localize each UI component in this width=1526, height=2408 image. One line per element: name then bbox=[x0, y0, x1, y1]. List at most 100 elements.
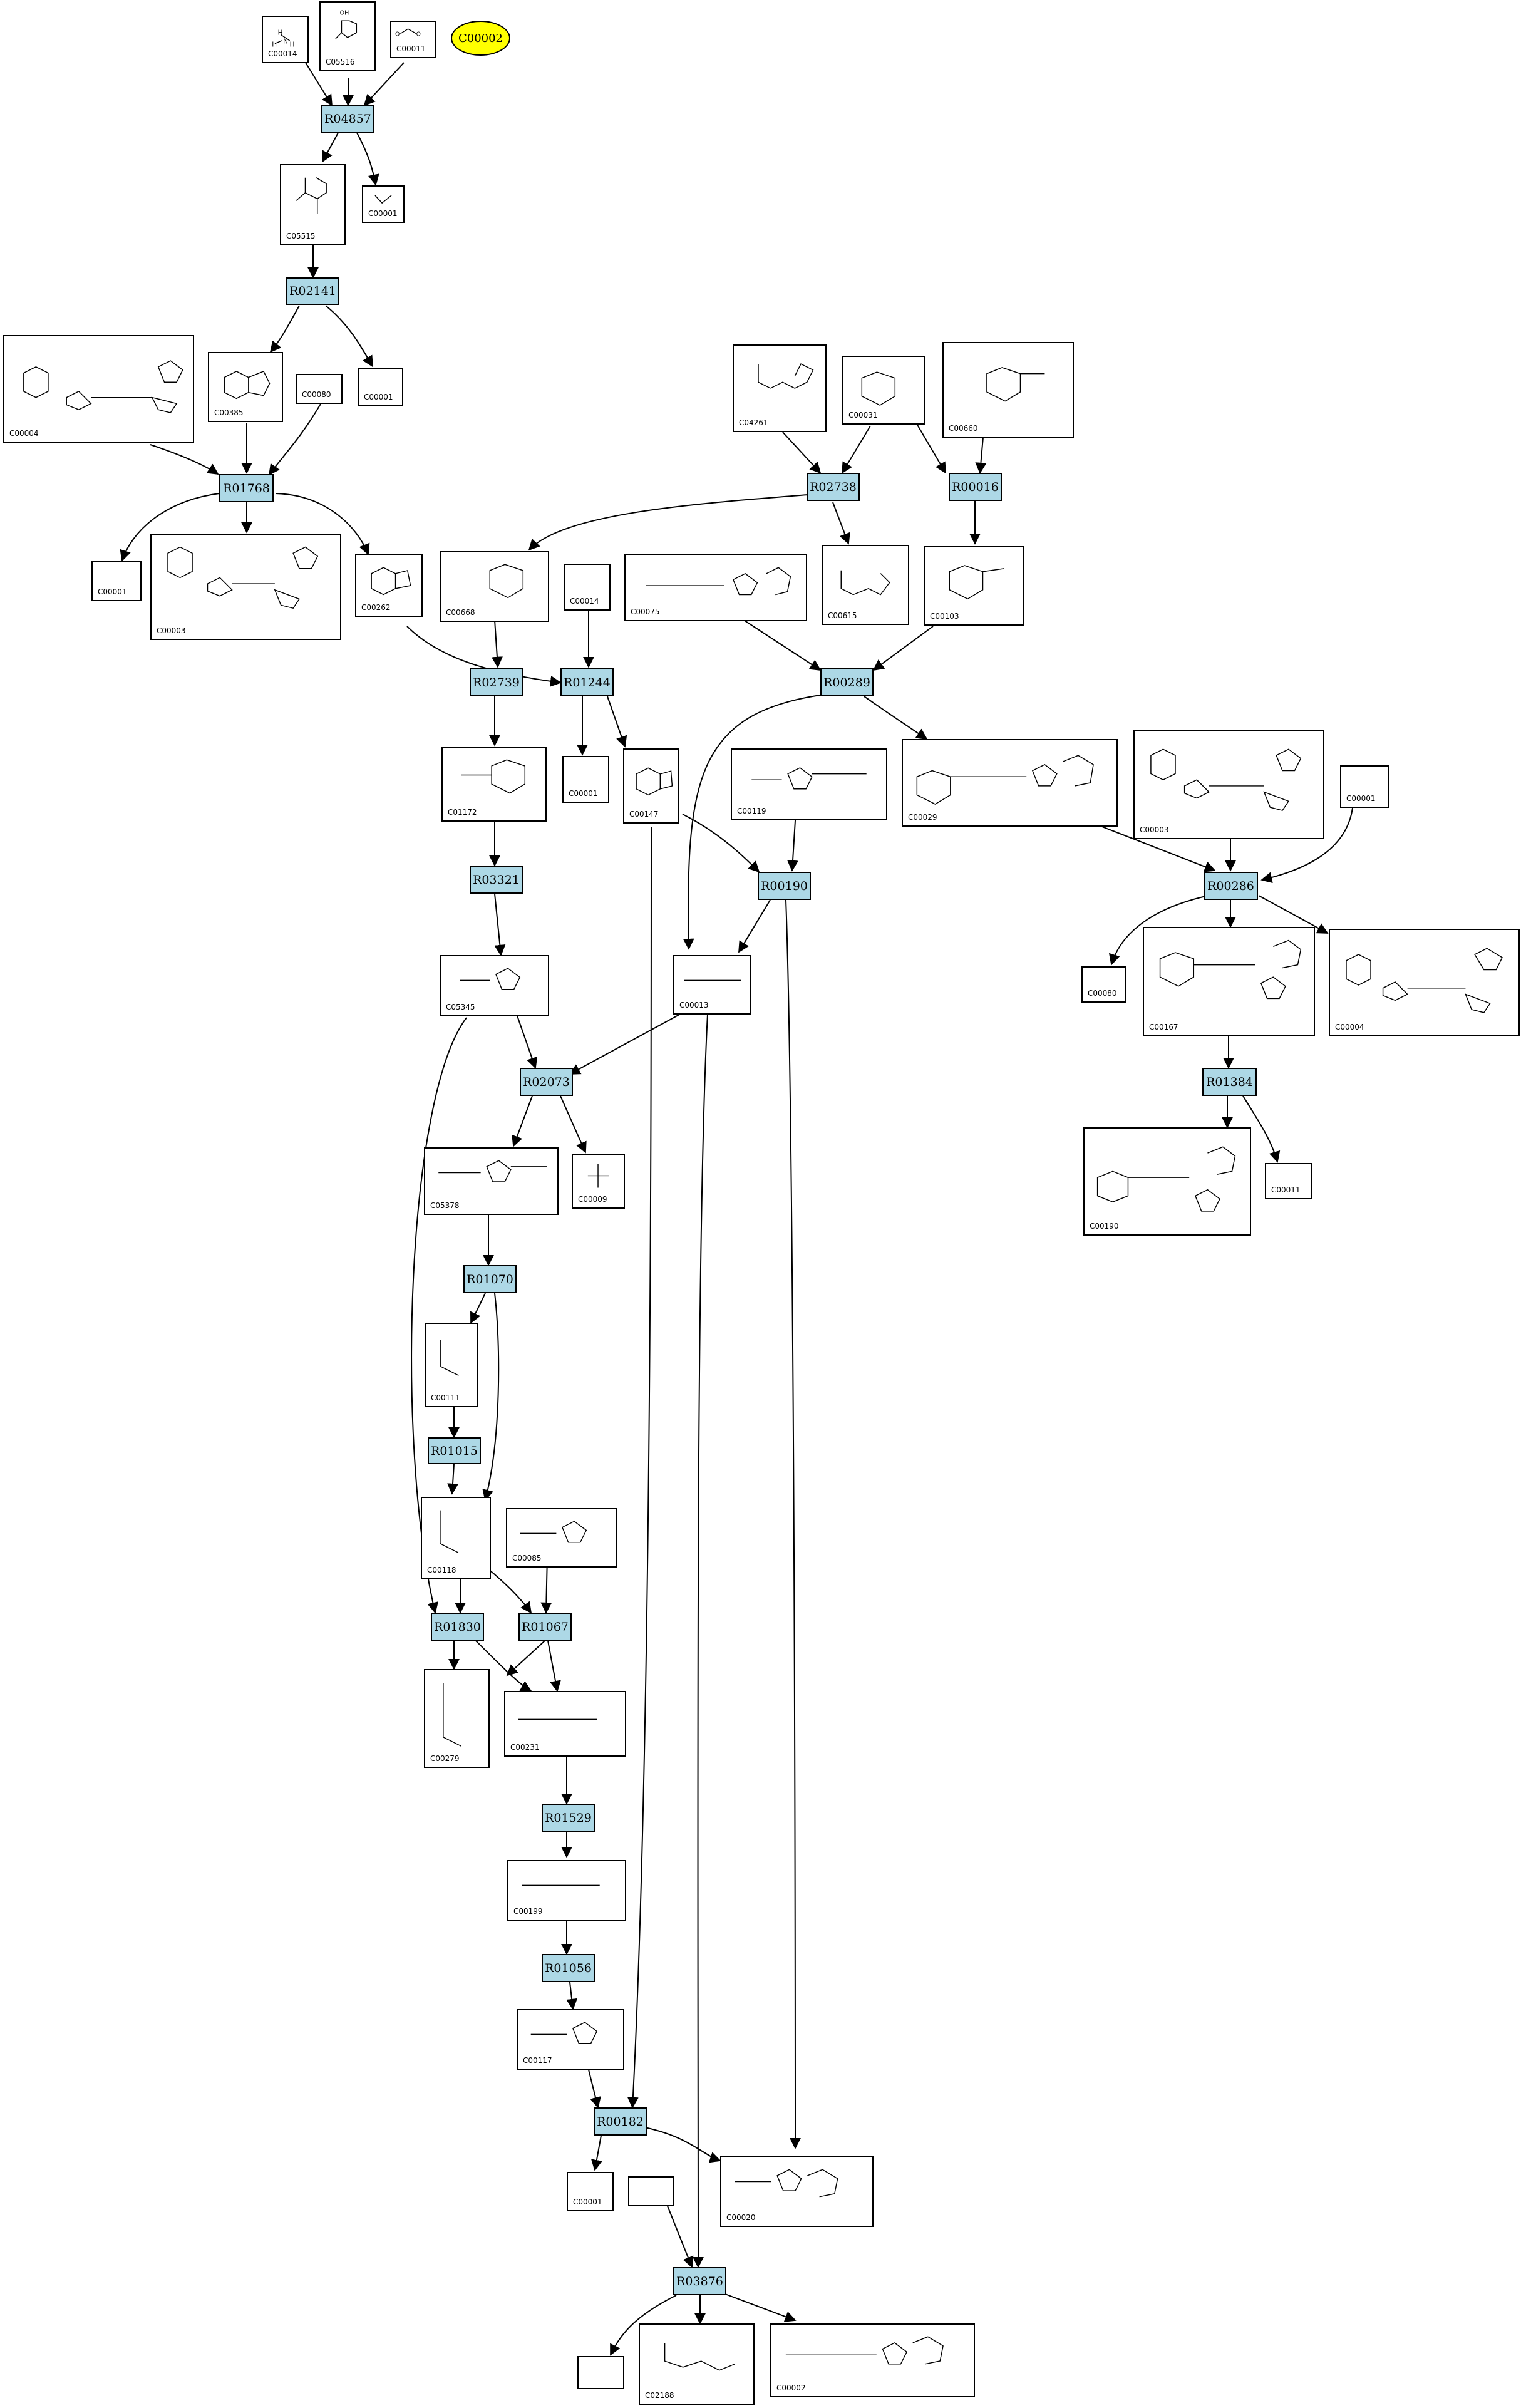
compound-node[interactable]: C00003 bbox=[150, 534, 341, 640]
compound-node[interactable]: C05515 bbox=[280, 164, 346, 245]
compound-id: C02188 bbox=[645, 2391, 674, 2400]
compound-node[interactable]: C01172 bbox=[441, 747, 547, 822]
compound-node[interactable]: C02188 bbox=[639, 2323, 755, 2405]
compound-node[interactable]: C00029 bbox=[902, 739, 1118, 827]
reaction-node[interactable]: R00016 bbox=[949, 473, 1002, 501]
compound-node[interactable]: C00020 bbox=[720, 2156, 874, 2227]
compound-node[interactable]: C00004 bbox=[1329, 929, 1520, 1036]
compound-id: C05345 bbox=[446, 1003, 475, 1011]
compound-id: C00014 bbox=[570, 597, 599, 606]
reaction-node[interactable]: R01768 bbox=[219, 474, 274, 502]
reaction-node[interactable]: R01830 bbox=[431, 1613, 484, 1641]
compound-node[interactable]: C00009 bbox=[572, 1154, 625, 1209]
compound-node[interactable]: C00147 bbox=[623, 748, 679, 824]
highlighted-compound[interactable]: C00002 bbox=[451, 21, 510, 56]
compound-id: C00117 bbox=[523, 2056, 552, 2065]
compound-id: C00001 bbox=[573, 2198, 602, 2206]
compound-node[interactable]: C00001 bbox=[91, 561, 142, 601]
compound-id: C00014 bbox=[268, 49, 297, 58]
reaction-node[interactable]: R00286 bbox=[1204, 872, 1258, 900]
compound-node[interactable]: C00001 bbox=[562, 756, 609, 803]
reaction-node[interactable]: R02738 bbox=[807, 473, 860, 501]
compound-node[interactable]: C00001 bbox=[358, 368, 403, 406]
compound-node[interactable]: C00117 bbox=[517, 2009, 624, 2070]
compound-node[interactable] bbox=[577, 2356, 624, 2389]
compound-node[interactable]: C00385 bbox=[208, 352, 283, 422]
compound-node[interactable]: C00014 bbox=[564, 564, 611, 611]
compound-id: C00031 bbox=[848, 411, 878, 420]
reaction-node[interactable]: R02739 bbox=[470, 668, 523, 696]
reaction-label: R01384 bbox=[1206, 1075, 1253, 1089]
compound-node[interactable]: C00002 bbox=[770, 2323, 975, 2397]
reaction-node[interactable]: R01529 bbox=[542, 1804, 595, 1832]
compound-node[interactable]: C00011 bbox=[1265, 1163, 1312, 1199]
compound-id: C00011 bbox=[396, 44, 426, 53]
compound-node[interactable]: C05378 bbox=[424, 1147, 559, 1215]
reaction-node[interactable]: R03321 bbox=[470, 866, 523, 894]
reaction-node[interactable]: R00182 bbox=[594, 2107, 647, 2136]
structure-drawing bbox=[1150, 748, 1302, 811]
compound-node[interactable]: C00004 bbox=[3, 335, 194, 443]
structure-drawing bbox=[518, 1718, 597, 1720]
compound-node[interactable]: C00003 bbox=[1133, 730, 1324, 839]
compound-node[interactable]: C05345 bbox=[440, 955, 549, 1016]
compound-node[interactable]: C00119 bbox=[731, 748, 887, 820]
compound-node[interactable]: C00279 bbox=[424, 1669, 490, 1768]
reaction-node[interactable]: R01244 bbox=[560, 668, 614, 696]
compound-node[interactable]: C04261 bbox=[733, 344, 827, 432]
compound-node[interactable]: C00031 bbox=[842, 356, 925, 425]
compound-node[interactable]: C00111 bbox=[425, 1323, 478, 1407]
structure-drawing bbox=[636, 767, 673, 796]
compound-node[interactable]: C00085 bbox=[506, 1508, 617, 1568]
structure-drawing bbox=[224, 371, 271, 400]
compound-node[interactable]: C00262 bbox=[355, 554, 423, 617]
compound-node[interactable]: C00075 bbox=[624, 554, 807, 621]
reaction-label: R00190 bbox=[761, 879, 808, 893]
compound-node[interactable]: C00660 bbox=[942, 342, 1074, 438]
compound-node[interactable]: C00668 bbox=[440, 551, 549, 622]
compound-node[interactable]: C00001 bbox=[362, 185, 405, 223]
reaction-node[interactable]: R02073 bbox=[520, 1068, 573, 1096]
reaction-node[interactable]: R03876 bbox=[673, 2267, 726, 2295]
structure-drawing bbox=[646, 567, 791, 596]
compound-id: C00147 bbox=[629, 810, 659, 819]
reaction-node[interactable]: R01384 bbox=[1202, 1068, 1257, 1096]
compound-node[interactable]: C00001 bbox=[567, 2172, 614, 2211]
reaction-label: R00016 bbox=[952, 480, 999, 494]
reaction-node[interactable]: R00289 bbox=[820, 668, 874, 696]
compound-node[interactable]: C00103 bbox=[924, 546, 1024, 626]
reaction-label: R00286 bbox=[1207, 879, 1254, 893]
structure-drawing bbox=[1159, 939, 1302, 1000]
reaction-node[interactable]: R01067 bbox=[518, 1613, 572, 1641]
compound-node[interactable]: C00080 bbox=[296, 374, 343, 404]
reaction-label: R00289 bbox=[823, 675, 870, 690]
compound-node[interactable]: C00190 bbox=[1083, 1127, 1251, 1236]
compound-node[interactable] bbox=[628, 2176, 674, 2206]
reaction-node[interactable]: R01056 bbox=[542, 1954, 595, 1982]
compound-node[interactable]: OH C05516 bbox=[319, 1, 376, 71]
svg-text:N: N bbox=[283, 38, 288, 46]
compound-node[interactable]: C00080 bbox=[1081, 966, 1126, 1003]
compound-node[interactable]: C00001 bbox=[1340, 765, 1389, 808]
reaction-node[interactable]: R01070 bbox=[463, 1265, 517, 1293]
reaction-node[interactable]: R04857 bbox=[321, 105, 374, 133]
reaction-label: R02738 bbox=[810, 480, 857, 494]
compound-id: C00660 bbox=[949, 424, 978, 433]
compound-id: C00118 bbox=[427, 1566, 456, 1574]
compound-node[interactable]: C00615 bbox=[822, 545, 909, 625]
highlighted-compound-label: C00002 bbox=[458, 31, 503, 45]
compound-node[interactable]: C00167 bbox=[1143, 927, 1315, 1036]
compound-node[interactable]: C00199 bbox=[507, 1860, 626, 1921]
compound-node[interactable]: C00013 bbox=[673, 955, 751, 1015]
compound-id: C00385 bbox=[214, 408, 244, 417]
compound-id: C00119 bbox=[737, 807, 766, 815]
reaction-node[interactable]: R02141 bbox=[286, 277, 339, 305]
compound-node[interactable]: C00231 bbox=[504, 1691, 626, 1757]
structure-drawing bbox=[460, 968, 521, 990]
compound-node[interactable]: C00118 bbox=[421, 1497, 491, 1579]
reaction-node[interactable]: R01015 bbox=[428, 1437, 481, 1464]
reaction-node[interactable]: R00190 bbox=[758, 872, 811, 900]
